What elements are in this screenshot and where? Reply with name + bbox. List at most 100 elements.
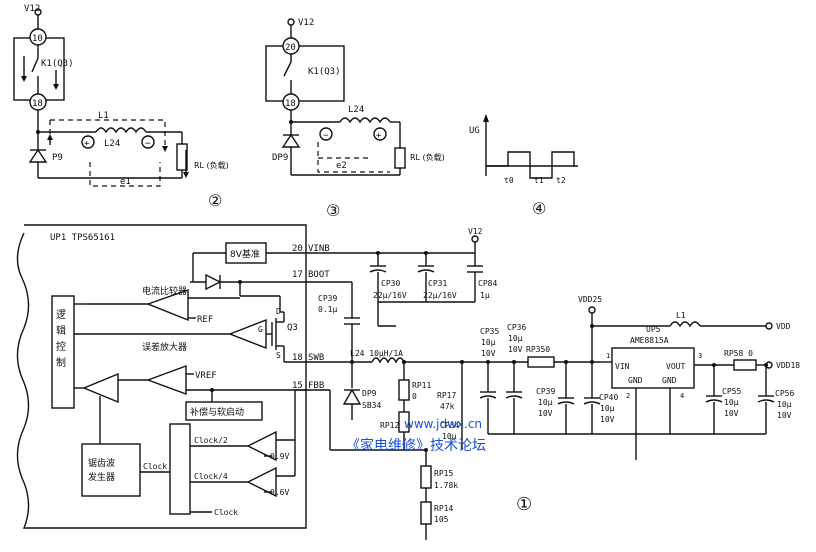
figure-4: UG t0 t1 t2 ④: [469, 114, 578, 218]
mosfet-q3: Q3: [287, 323, 298, 333]
boot-diode: [205, 273, 222, 291]
fig2-plus-icon: [81, 135, 95, 149]
clock-label: Clock: [143, 462, 167, 471]
pin-20: 20: [292, 244, 303, 254]
ref-8v-label: 8V基准: [230, 248, 260, 260]
mosfet-s: S: [276, 351, 281, 360]
rp350-label: RP350: [526, 345, 550, 354]
sawtooth-label-1: 锯齿波: [88, 457, 115, 469]
vdd18-label: VDD18: [776, 361, 800, 370]
fig2-pin-top: 10: [32, 34, 43, 44]
fig3-switch-box: [265, 45, 345, 102]
pin-boot: BOOT: [308, 270, 330, 280]
up5-pin1: 1: [606, 352, 610, 360]
fig2-switch-box: [13, 37, 65, 101]
rp11: [398, 379, 410, 401]
clock2-comparator: [246, 430, 277, 462]
cp31-value: 22μ/16V: [423, 291, 457, 300]
softstart-block: [185, 401, 263, 421]
fig3-e2-label: e2: [336, 161, 347, 171]
up5-vout: VOUT: [666, 362, 685, 371]
figure-2: V12 10 18 K1(Q3) P9 L1 L24 + −: [13, 4, 229, 210]
pin-17: 17: [292, 270, 303, 280]
up5-label: UP5: [646, 325, 661, 334]
cp56-volt: 10V: [777, 411, 792, 420]
up5-regulator: [611, 347, 695, 389]
up5-pin3: 3: [698, 352, 702, 360]
pin-fbb: FBB: [308, 381, 324, 391]
cp35-cap: 10μ: [481, 338, 496, 347]
clock2-label: Clock/2: [194, 436, 228, 445]
ic-outline: [16, 224, 307, 529]
up5-vin: VIN: [615, 362, 630, 371]
cp40-cap: 10μ: [600, 404, 615, 413]
current-comparator: [146, 289, 189, 322]
fig2-load-label: RL (负载): [194, 160, 229, 170]
cp36-cap: 10μ: [508, 334, 523, 343]
svg-text:−: −: [145, 139, 151, 149]
rp58-label: RP58 0: [724, 349, 753, 358]
logic-char-4: 制: [56, 356, 66, 369]
logic-char-2: 辑: [56, 324, 66, 337]
pin-vinb: VINB: [308, 244, 330, 254]
pin-18: 18: [292, 353, 303, 363]
cp40-label: CP40: [599, 393, 618, 402]
fig2-e1-label: e1: [120, 177, 131, 187]
dp9-label: DP9: [362, 389, 377, 398]
figure-1: UP1 TPS65161 20 VINB 17 BOOT 18 SWB 15 F…: [16, 224, 800, 540]
l1-inductor: [669, 321, 701, 328]
fig3-diode-label: DP9: [272, 153, 288, 163]
fig4-t0: t0: [504, 176, 514, 185]
rp15-value: 1.78k: [434, 481, 458, 490]
rp15: [420, 465, 432, 489]
cp39b-volt: 10V: [538, 409, 553, 418]
fig4-number: ④: [532, 199, 546, 218]
clock-bottom-label: Clock: [214, 508, 238, 517]
cp55-volt: 10V: [724, 409, 739, 418]
dp9-value: SB34: [362, 401, 381, 410]
sawtooth-label-2: 发生器: [88, 471, 115, 483]
fig1-v12-label: V12: [468, 227, 483, 236]
rp11-value: 0: [412, 392, 417, 401]
fig3-number: ③: [326, 201, 340, 220]
cp39-value: 0.1μ: [318, 305, 337, 314]
figure-3: V12 20 18 K1(Q3) DP9 L24 − + e2 RL (负载) …: [265, 18, 445, 220]
rp15-label: RP15: [434, 469, 453, 478]
rp12-label: RP12: [380, 421, 399, 430]
fig3-v12-label: V12: [298, 18, 314, 28]
pin-swb: SWB: [308, 353, 324, 363]
fig2-diode-label: P9: [52, 153, 63, 163]
fig3-load-label: RL (负载): [410, 152, 445, 162]
pwm-comparator: [82, 372, 119, 404]
cp39b-label: CP39: [536, 387, 555, 396]
up5-pin4: 4: [680, 392, 684, 400]
fig2-switch-label: K1(Q3): [41, 59, 74, 69]
rp11-label: RP11: [412, 381, 431, 390]
cp40-volt: 10V: [600, 415, 615, 424]
rp350: [527, 356, 555, 368]
vref-label: VREF: [195, 371, 217, 381]
cp36-label: CP36: [507, 323, 526, 332]
svg-text:+: +: [376, 131, 382, 141]
svg-text:+: +: [84, 139, 90, 149]
fig3-minus-icon: [319, 127, 333, 141]
pin-15: 15: [292, 381, 303, 391]
l1-label: L1: [676, 311, 686, 320]
vdd-label: VDD: [776, 322, 791, 331]
rp14-value: 105: [434, 515, 449, 524]
watermark-forum: 《家电维修》技术论坛: [346, 437, 486, 454]
fig4-t1: t1: [534, 176, 544, 185]
svg-text:−: −: [323, 131, 329, 141]
clock4-label: Clock/4: [194, 472, 228, 481]
fig3-plus-icon: [373, 127, 387, 141]
cp35-volt: 10V: [481, 349, 496, 358]
fig3-l24-label: L24: [348, 105, 364, 115]
mosfet-g: G: [258, 325, 263, 334]
fig4-ylabel: UG: [469, 126, 480, 136]
v09-label: 0.9V: [270, 452, 289, 461]
clock4-comparator: [246, 466, 277, 498]
sawtooth-generator: [81, 443, 141, 497]
rp14-label: RP14: [434, 504, 453, 513]
up5-gnd2: GND: [662, 376, 677, 385]
rp14: [420, 501, 432, 525]
